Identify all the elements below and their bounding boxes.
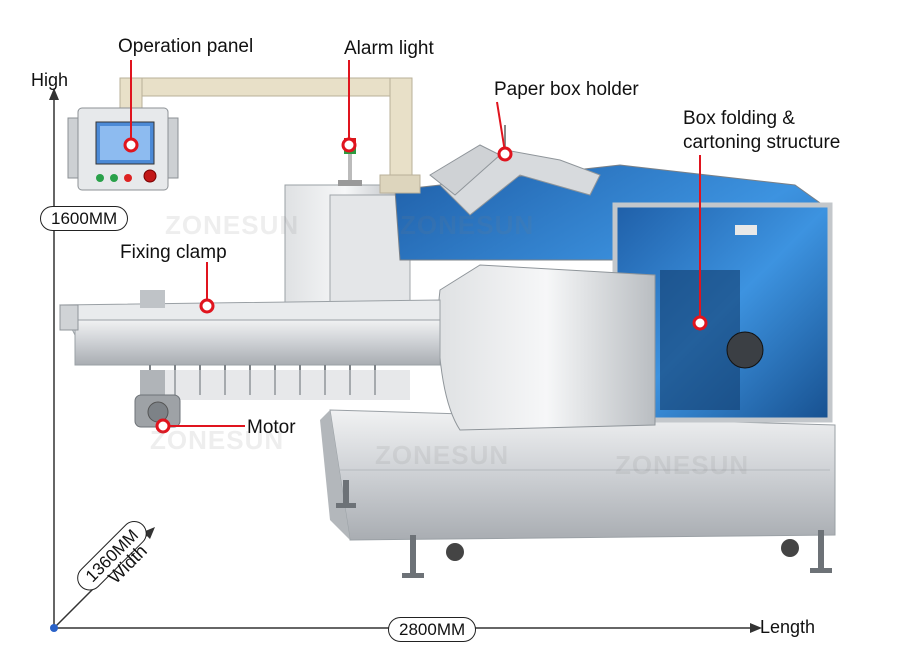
front-cover: [437, 264, 656, 431]
marker-operation-panel: [123, 137, 139, 153]
panel-arm: [119, 77, 421, 194]
callout-markers: [123, 137, 708, 434]
label-operation-panel: Operation panel: [118, 36, 254, 57]
length-axis-label: Length: [760, 617, 816, 637]
watermark: ZONESUN: [150, 425, 285, 455]
legs-casters: [336, 480, 832, 578]
motor-unit: [134, 370, 181, 428]
marker-paper-box-holder: [497, 146, 513, 162]
callout-leaders: [130, 60, 701, 427]
base-cabinet: [320, 409, 836, 541]
marker-motor: [155, 418, 171, 434]
watermark: ZONESUN: [615, 450, 750, 480]
length-dimension: 2800MM: [388, 617, 477, 642]
marker-alarm-light: [341, 137, 357, 153]
axis-origin: [50, 624, 58, 632]
label-fixing-clamp: Fixing clamp: [120, 242, 227, 263]
watermark: ZONESUN: [165, 210, 300, 240]
marker-fixing-clamp: [199, 298, 215, 314]
watermark: ZONESUN: [400, 210, 535, 240]
height-dimension: 1600MM: [40, 206, 129, 231]
label-paper-box-holder: Paper box holder: [494, 79, 639, 100]
operation-panel: [67, 107, 179, 191]
height-axis-label: High: [31, 70, 69, 90]
label-alarm-light: Alarm light: [344, 38, 434, 59]
label-box-folding-line1: Box folding &: [683, 108, 795, 129]
marker-box-folding: [692, 315, 708, 331]
label-motor: Motor: [247, 417, 296, 438]
label-box-folding-line2: cartoning structure: [683, 132, 841, 153]
infeed-conveyor: [59, 290, 441, 400]
watermark: ZONESUN: [375, 440, 510, 470]
